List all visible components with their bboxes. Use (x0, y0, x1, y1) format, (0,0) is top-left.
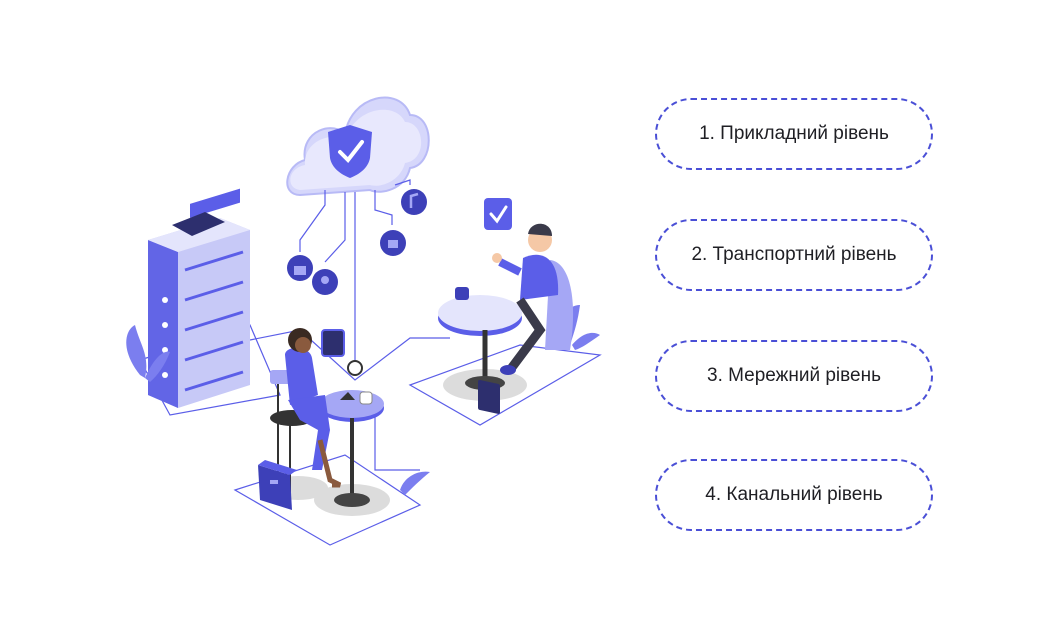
music-note-icon (409, 192, 419, 208)
checkmark-icon (338, 140, 364, 164)
briefcase-icon (258, 460, 297, 510)
layer-application: 1. Прикладний рівень (655, 98, 933, 170)
layer-transport: 2. Транспортний рівень (655, 219, 933, 291)
coffee-cup-icon (359, 391, 373, 405)
cloud-connectors (299, 179, 411, 365)
checkmark-badge (484, 198, 512, 230)
server-rack-icon (148, 188, 250, 408)
layer-label: 1. Прикладний рівень (699, 123, 889, 144)
plant-icon (126, 305, 600, 495)
layer-network: 3. Мережний рівень (655, 340, 933, 412)
layer-label: 4. Канальний рівень (705, 484, 883, 505)
man-at-table (438, 198, 574, 414)
layer-data-link: 4. Канальний рівень (655, 459, 933, 531)
woman-at-table (270, 328, 384, 507)
laptop-icon (478, 379, 500, 414)
network-illustration (126, 96, 602, 546)
layer-label: 2. Транспортний рівень (691, 244, 897, 265)
network-node (347, 360, 363, 376)
layer-label: 3. Мережний рівень (707, 365, 881, 386)
lock-icons (287, 189, 427, 295)
cloud-shield-icon (286, 96, 430, 197)
